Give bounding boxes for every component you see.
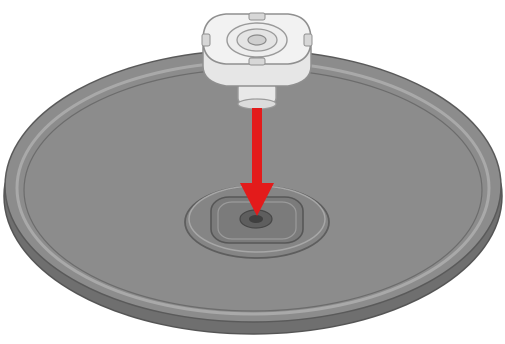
mount-notch-top — [249, 13, 265, 20]
mount-notch-bottom — [249, 58, 265, 65]
mount-stem-bottom — [238, 99, 276, 109]
mount-notch-right — [304, 34, 312, 46]
mount-notch-left — [202, 34, 210, 46]
socket-hole-core — [249, 215, 263, 223]
arrow-shaft — [252, 108, 262, 190]
mount-ring-inner — [248, 35, 266, 45]
